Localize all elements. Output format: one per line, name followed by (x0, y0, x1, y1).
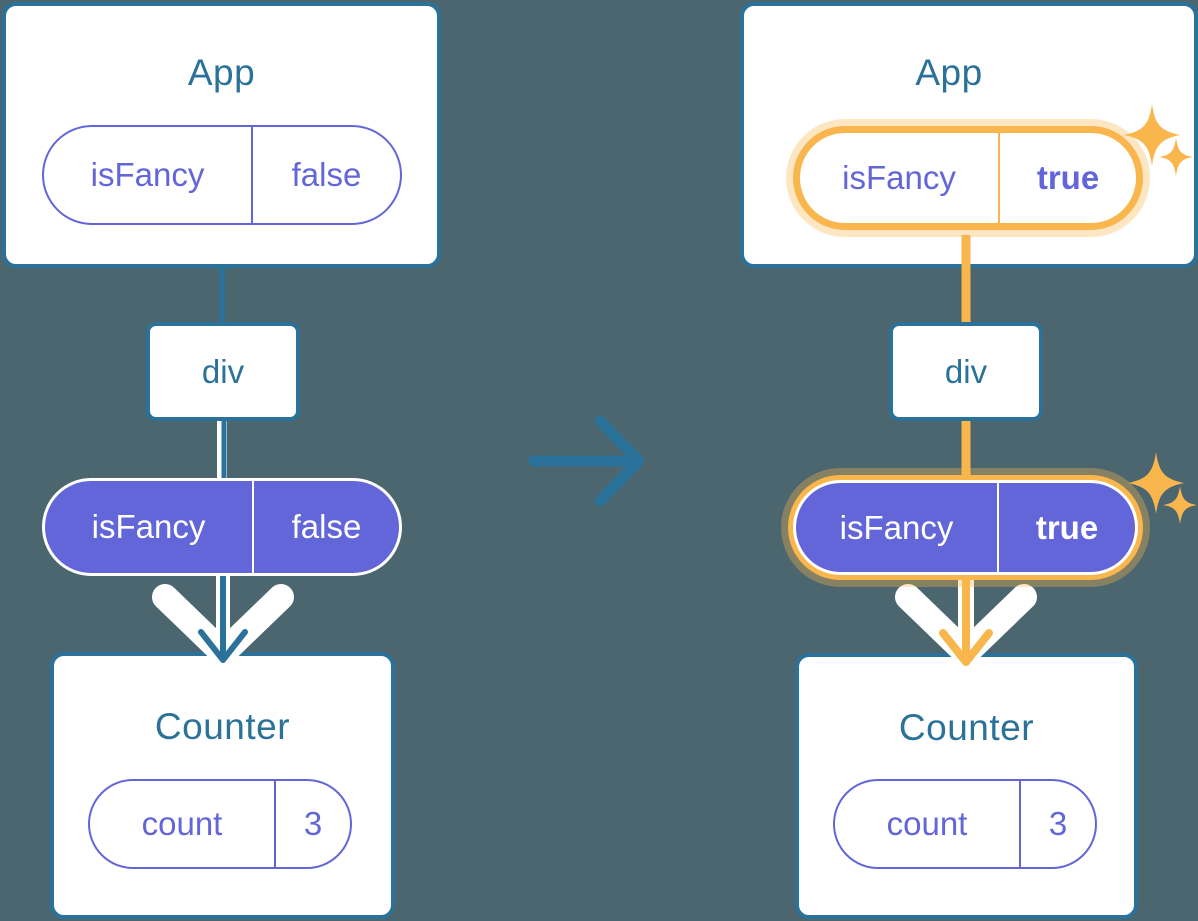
left-app-state-key: isFancy (90, 156, 205, 193)
sparkle-large-icon (1128, 452, 1184, 514)
left-div-label: div (201, 352, 245, 390)
left-prop-pill: isFancy false (42, 478, 402, 576)
left-app-state-value: false (251, 127, 400, 223)
right-app-state-key: isFancy (842, 159, 956, 196)
right-counter-state-pill: count 3 (833, 779, 1097, 869)
right-app-state-pill: isFancy true (793, 126, 1143, 230)
right-prop-value: true (997, 483, 1135, 572)
right-prop-key: isFancy (839, 508, 954, 546)
left-app-state-pill: isFancy false (42, 125, 402, 225)
right-counter-title: Counter (898, 707, 1035, 748)
left-arrow-to-counter (198, 569, 248, 663)
right-div-node: div (889, 322, 1043, 421)
left-app-title: App (187, 52, 256, 93)
left-counter-state-value: 3 (274, 781, 350, 867)
transition-arrow-icon (528, 415, 645, 507)
right-app-title: App (915, 52, 983, 93)
left-counter-title: Counter (154, 706, 291, 747)
right-wing-arrows (895, 584, 1037, 665)
right-counter-state-value: 3 (1019, 781, 1095, 867)
left-counter-state-key: count (141, 805, 223, 842)
left-prop-value: false (252, 481, 399, 573)
right-arrow-to-counter (939, 568, 993, 666)
left-arrow-to-counter-halo (192, 565, 254, 667)
left-wing-arrows (152, 584, 294, 665)
left-counter-state-pill: count 3 (88, 779, 352, 869)
right-div-label: div (944, 352, 988, 390)
left-prop-key: isFancy (91, 508, 206, 545)
right-prop-pill: isFancy true (793, 480, 1138, 575)
right-app-state-value: true (998, 133, 1136, 223)
left-div-node: div (146, 322, 300, 421)
right-arrow-to-counter-halo (933, 564, 999, 668)
sparkle-small-icon (1163, 486, 1197, 524)
right-counter-state-key: count (886, 805, 968, 842)
